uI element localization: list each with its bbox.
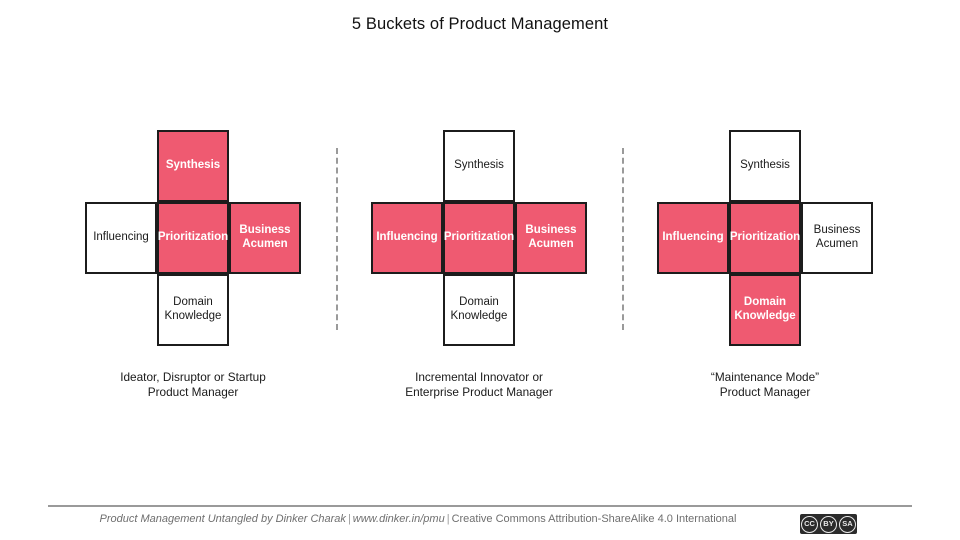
page-title: 5 Buckets of Product Management [351,15,609,33]
caption-incremental-innovator-enterprise: Incremental Innovator or Enterprise Prod… [329,370,629,399]
cross-diagram-ideator-disruptor-startup: Synthesis Influencing Prioritization Bus… [85,130,301,346]
caption-line-1: Incremental Innovator or [415,370,543,384]
cell-prioritization[interactable]: Prioritization [729,202,801,274]
footer-divider-bar-2: | [446,513,450,525]
footer-book-title: Product Management Untangled by Dinker C… [99,513,346,525]
cross-diagram-maintenance-mode: Synthesis Influencing Prioritization Bus… [657,130,873,346]
cc-by-icon: BY [820,515,837,533]
caption-line-2: Product Manager [147,384,239,399]
caption-line-2: Enterprise Product Manager [405,384,553,399]
caption-maintenance-mode: “Maintenance Mode” Product Manager [615,370,915,399]
cc-icon: CC [801,515,818,533]
creative-commons-badge[interactable]: CC BY SA [800,514,857,534]
cc-sa-icon: SA [839,515,856,533]
cell-influencing[interactable]: Influencing [371,202,443,274]
footer-url[interactable]: www.dinker.in/pmu [352,513,445,525]
cell-business-acumen[interactable]: Business Acumen [229,202,301,274]
footer-attribution: Product Management Untangled by Dinker C… [48,513,788,525]
dashed-separator-2 [622,148,624,330]
cell-domain-knowledge[interactable]: Domain Knowledge [443,274,515,346]
dashed-separator-1 [336,148,338,330]
caption-line-1: “Maintenance Mode” [710,370,820,384]
cell-business-acumen[interactable]: Business Acumen [801,202,873,274]
cell-synthesis[interactable]: Synthesis [443,130,515,202]
cell-domain-knowledge[interactable]: Domain Knowledge [729,274,801,346]
cross-diagram-incremental-innovator-enterprise: Synthesis Influencing Prioritization Bus… [371,130,587,346]
caption-ideator-disruptor-startup: Ideator, Disruptor or Startup Product Ma… [43,370,343,399]
cell-prioritization[interactable]: Prioritization [443,202,515,274]
footer-divider [48,505,912,507]
caption-line-2: Product Manager [719,384,811,399]
cell-influencing[interactable]: Influencing [85,202,157,274]
footer-license: Creative Commons Attribution-ShareAlike … [451,513,737,525]
cell-prioritization[interactable]: Prioritization [157,202,229,274]
caption-line-1: Ideator, Disruptor or Startup [120,370,266,384]
cell-synthesis[interactable]: Synthesis [729,130,801,202]
footer-divider-bar-1: | [347,513,351,525]
cell-influencing[interactable]: Influencing [657,202,729,274]
cell-business-acumen[interactable]: Business Acumen [515,202,587,274]
cell-synthesis[interactable]: Synthesis [157,130,229,202]
cell-domain-knowledge[interactable]: Domain Knowledge [157,274,229,346]
